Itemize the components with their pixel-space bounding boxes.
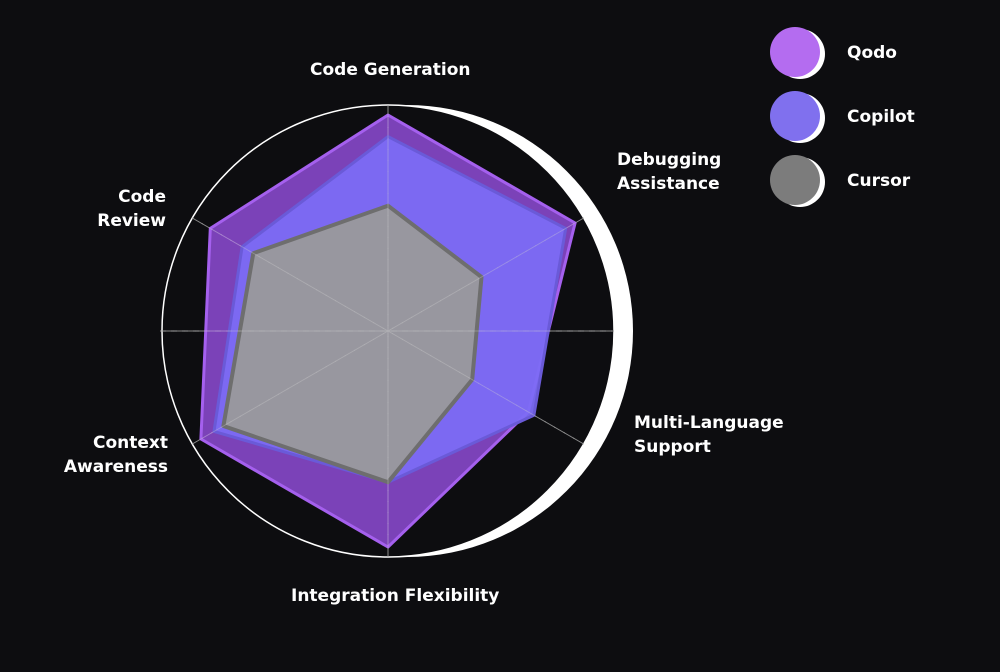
grid-line-overlay bbox=[192, 217, 584, 445]
axis-label-line: Context bbox=[92, 433, 168, 453]
axis-label-line: Integration Flexibility bbox=[291, 586, 500, 606]
legend-swatch-qodo bbox=[770, 27, 830, 79]
series-polygon-cursor bbox=[221, 203, 484, 485]
legend-swatch-fill bbox=[770, 91, 820, 141]
axis-label-code-review: Code Review bbox=[97, 185, 166, 233]
axis-label-line: Support bbox=[634, 437, 711, 457]
axis-label-multi-language-support: Multi-Language Support bbox=[634, 411, 784, 459]
legend-swatch-copilot bbox=[770, 91, 830, 143]
legend-item-cursor: Cursor bbox=[770, 155, 910, 207]
axis-label-line: Review bbox=[97, 211, 166, 231]
legend-label-qodo: Qodo bbox=[847, 43, 897, 63]
legend-swatch-cursor bbox=[770, 155, 830, 207]
axis-label-debugging-assistance: Debugging Assistance bbox=[617, 148, 721, 196]
axis-label-integration-flexibility: Integration Flexibility bbox=[291, 584, 499, 608]
axis-label-code-generation: Code Generation bbox=[310, 58, 470, 82]
legend-label-cursor: Cursor bbox=[847, 171, 911, 191]
grid-line-overlay bbox=[192, 217, 584, 445]
axis-label-line: Code bbox=[118, 187, 166, 207]
grid-line-overlay bbox=[192, 217, 584, 445]
axis-label-line: Awareness bbox=[63, 457, 168, 477]
legend-item-copilot: Copilot bbox=[770, 91, 915, 143]
axis-label-context-awareness: Context Awareness bbox=[64, 431, 168, 479]
grid-overlay bbox=[160, 105, 614, 557]
axis-label-line: Assistance bbox=[617, 174, 720, 194]
legend-swatch-fill bbox=[770, 27, 820, 77]
axis-label-line: Debugging bbox=[617, 150, 722, 170]
grid-line-overlay bbox=[192, 217, 584, 445]
legend-label-copilot: Copilot bbox=[847, 107, 915, 127]
legend-swatch-fill bbox=[770, 155, 820, 205]
legend-item-qodo: Qodo bbox=[770, 27, 897, 79]
axis-label-line: Code Generation bbox=[310, 60, 471, 80]
axis-label-line: Multi-Language bbox=[634, 413, 784, 433]
